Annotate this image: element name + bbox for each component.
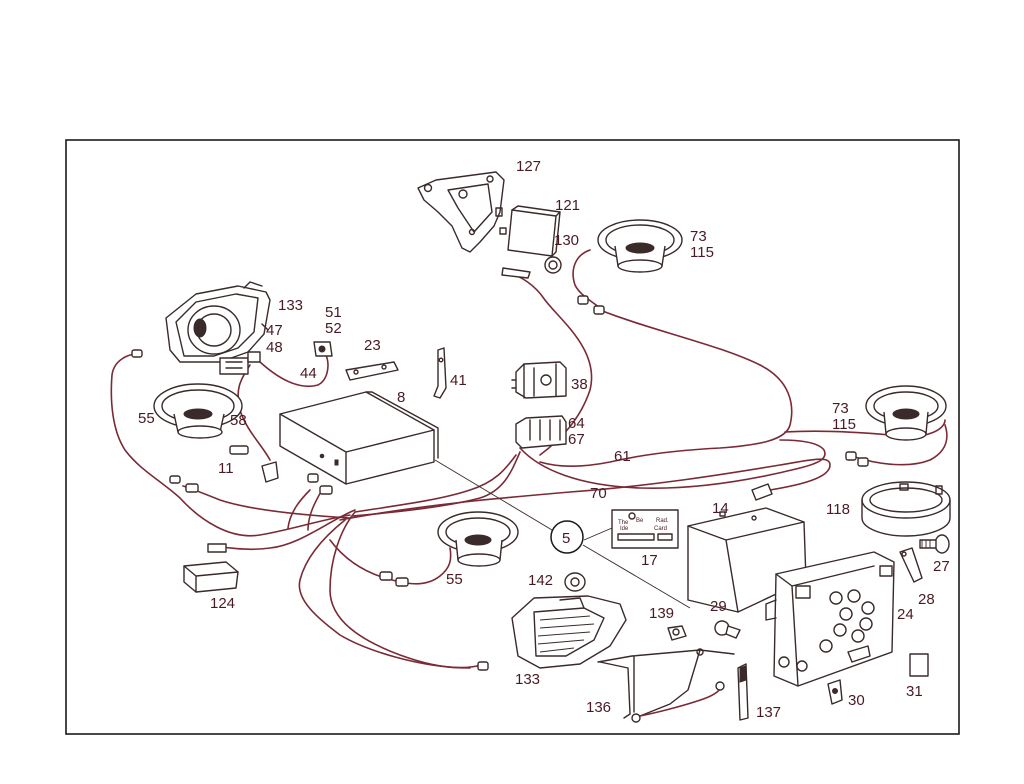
label-38: 38 — [571, 376, 588, 393]
part-55-speaker-left — [153, 383, 243, 439]
cable-connectors — [131, 295, 869, 671]
label-115-right: 115 — [832, 416, 856, 433]
card-line2a: Ide — [620, 526, 629, 532]
label-70: 70 — [590, 485, 607, 502]
part-23-strip — [345, 361, 399, 381]
label-67: 67 — [568, 431, 585, 448]
part-29-connector — [714, 620, 741, 639]
label-23: 23 — [364, 337, 381, 354]
label-118: 118 — [826, 501, 850, 518]
label-17: 17 — [641, 552, 658, 569]
label-31: 31 — [906, 683, 923, 700]
label-5: 5 — [562, 530, 570, 547]
card-line1a: The — [618, 520, 629, 526]
part-17-radio-card: The Be Rad. Ide Card — [611, 509, 679, 549]
card-line1c: Rad. — [656, 518, 669, 524]
part-30-clip — [827, 679, 843, 705]
label-61: 61 — [614, 448, 631, 465]
part-121-module — [499, 205, 561, 279]
label-55-bottom: 55 — [446, 571, 463, 588]
label-73-top: 73 — [690, 228, 707, 245]
label-139: 139 — [649, 605, 674, 622]
part-142-grommet — [564, 572, 586, 592]
part-127-bracket — [417, 171, 505, 253]
part-139-grommet — [667, 625, 687, 641]
part-73-speaker-top — [597, 219, 683, 273]
part-51-clip — [313, 341, 333, 357]
part-64-connector — [515, 415, 567, 449]
label-124: 124 — [210, 595, 235, 612]
label-73-right: 73 — [832, 400, 849, 417]
callout-5-circle — [550, 520, 584, 554]
part-136-bracket — [597, 648, 735, 723]
label-28: 28 — [918, 591, 935, 608]
part-118-ring — [861, 481, 951, 537]
part-labels: 127 121 130 73 115 73 115 133 47 48 51 5… — [138, 158, 950, 721]
part-133-speaker-enclosure-bottom — [511, 595, 627, 669]
label-41: 41 — [450, 372, 467, 389]
label-29: 29 — [710, 598, 727, 615]
label-127: 127 — [516, 158, 541, 175]
label-58: 58 — [230, 412, 247, 429]
label-130: 130 — [554, 232, 579, 249]
part-28-clip — [899, 547, 923, 583]
label-137: 137 — [756, 704, 781, 721]
label-47: 47 — [266, 322, 283, 339]
label-8: 8 — [397, 389, 405, 406]
part-47-connector — [219, 351, 261, 375]
part-31-pad — [909, 653, 929, 677]
part-133-speaker-enclosure-top — [165, 281, 271, 363]
part-41-bracket — [433, 347, 447, 399]
label-64: 64 — [568, 415, 585, 432]
label-27: 27 — [933, 558, 950, 575]
label-133-top: 133 — [278, 297, 303, 314]
label-51: 51 — [325, 304, 342, 321]
card-line2b: Card — [654, 526, 667, 532]
label-14: 14 — [712, 500, 729, 517]
label-11: 11 — [218, 460, 234, 477]
card-line1b: Be — [636, 518, 644, 524]
part-55-speaker-bottom — [437, 511, 519, 567]
part-8-radio-unit — [279, 391, 439, 485]
part-27-screw — [919, 534, 950, 554]
label-44: 44 — [300, 365, 317, 382]
part-130-nut — [544, 256, 562, 274]
label-48: 48 — [266, 339, 283, 356]
part-58-plug — [261, 461, 279, 483]
label-133-bottom: 133 — [515, 671, 540, 688]
label-52: 52 — [325, 320, 342, 337]
label-30: 30 — [848, 692, 865, 709]
part-124-module — [183, 543, 239, 593]
part-11-fuse — [229, 445, 249, 455]
label-121: 121 — [555, 197, 580, 214]
label-55-left: 55 — [138, 410, 155, 427]
part-73-speaker-right — [865, 385, 947, 441]
label-142: 142 — [528, 572, 553, 589]
label-115-top: 115 — [690, 244, 714, 261]
part-137-strap — [737, 663, 749, 721]
part-24-bracket — [765, 551, 895, 687]
label-24: 24 — [897, 606, 914, 623]
part-38-connector — [511, 361, 567, 399]
label-136: 136 — [586, 699, 611, 716]
